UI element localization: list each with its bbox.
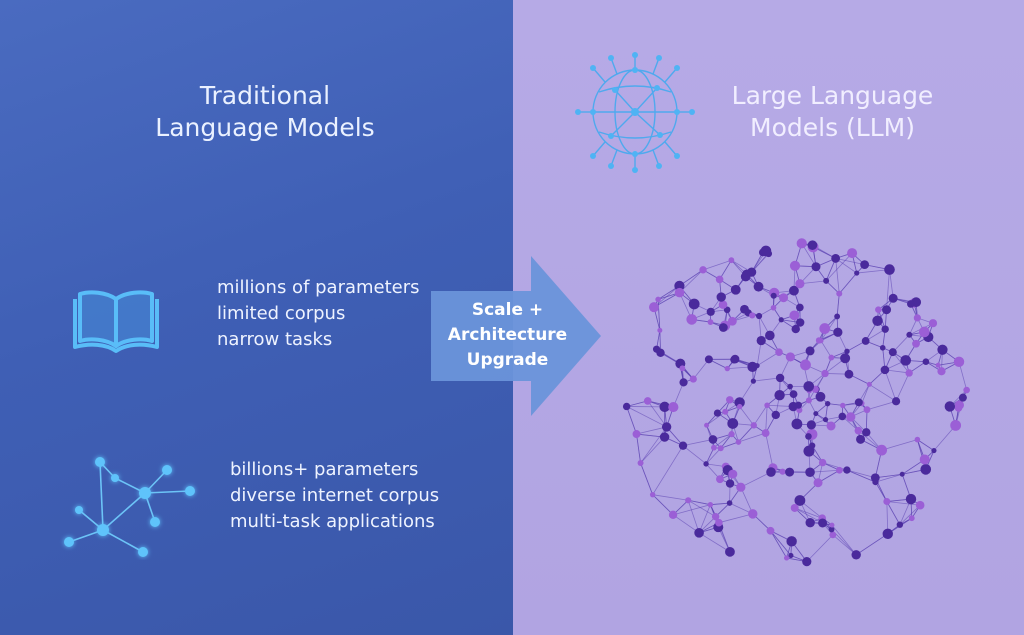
feature-item: multi-task applications <box>230 511 435 532</box>
traditional-panel <box>0 0 513 635</box>
book-icon <box>73 290 159 353</box>
globe-network-icon <box>575 52 695 173</box>
transition-arrow <box>431 256 601 416</box>
network-icon <box>64 457 195 557</box>
llm-title: Large Language Models (LLM) <box>731 81 934 142</box>
llm-features: billions+ parameters diverse internet co… <box>230 457 439 535</box>
feature-item: millions of parameters <box>217 277 420 298</box>
traditional-title: Traditional Language Models <box>155 81 375 142</box>
feature-item: diverse internet corpus <box>230 485 440 506</box>
feature-item: billions+ parameters <box>230 459 419 480</box>
neural-cluster-icon <box>622 238 970 567</box>
arrow-label: Scale + Architecture Upgrade <box>447 300 568 370</box>
feature-item: narrow tasks <box>217 329 333 350</box>
traditional-features: millions of parameters limited corpus na… <box>217 275 420 353</box>
feature-item: limited corpus <box>217 303 346 324</box>
